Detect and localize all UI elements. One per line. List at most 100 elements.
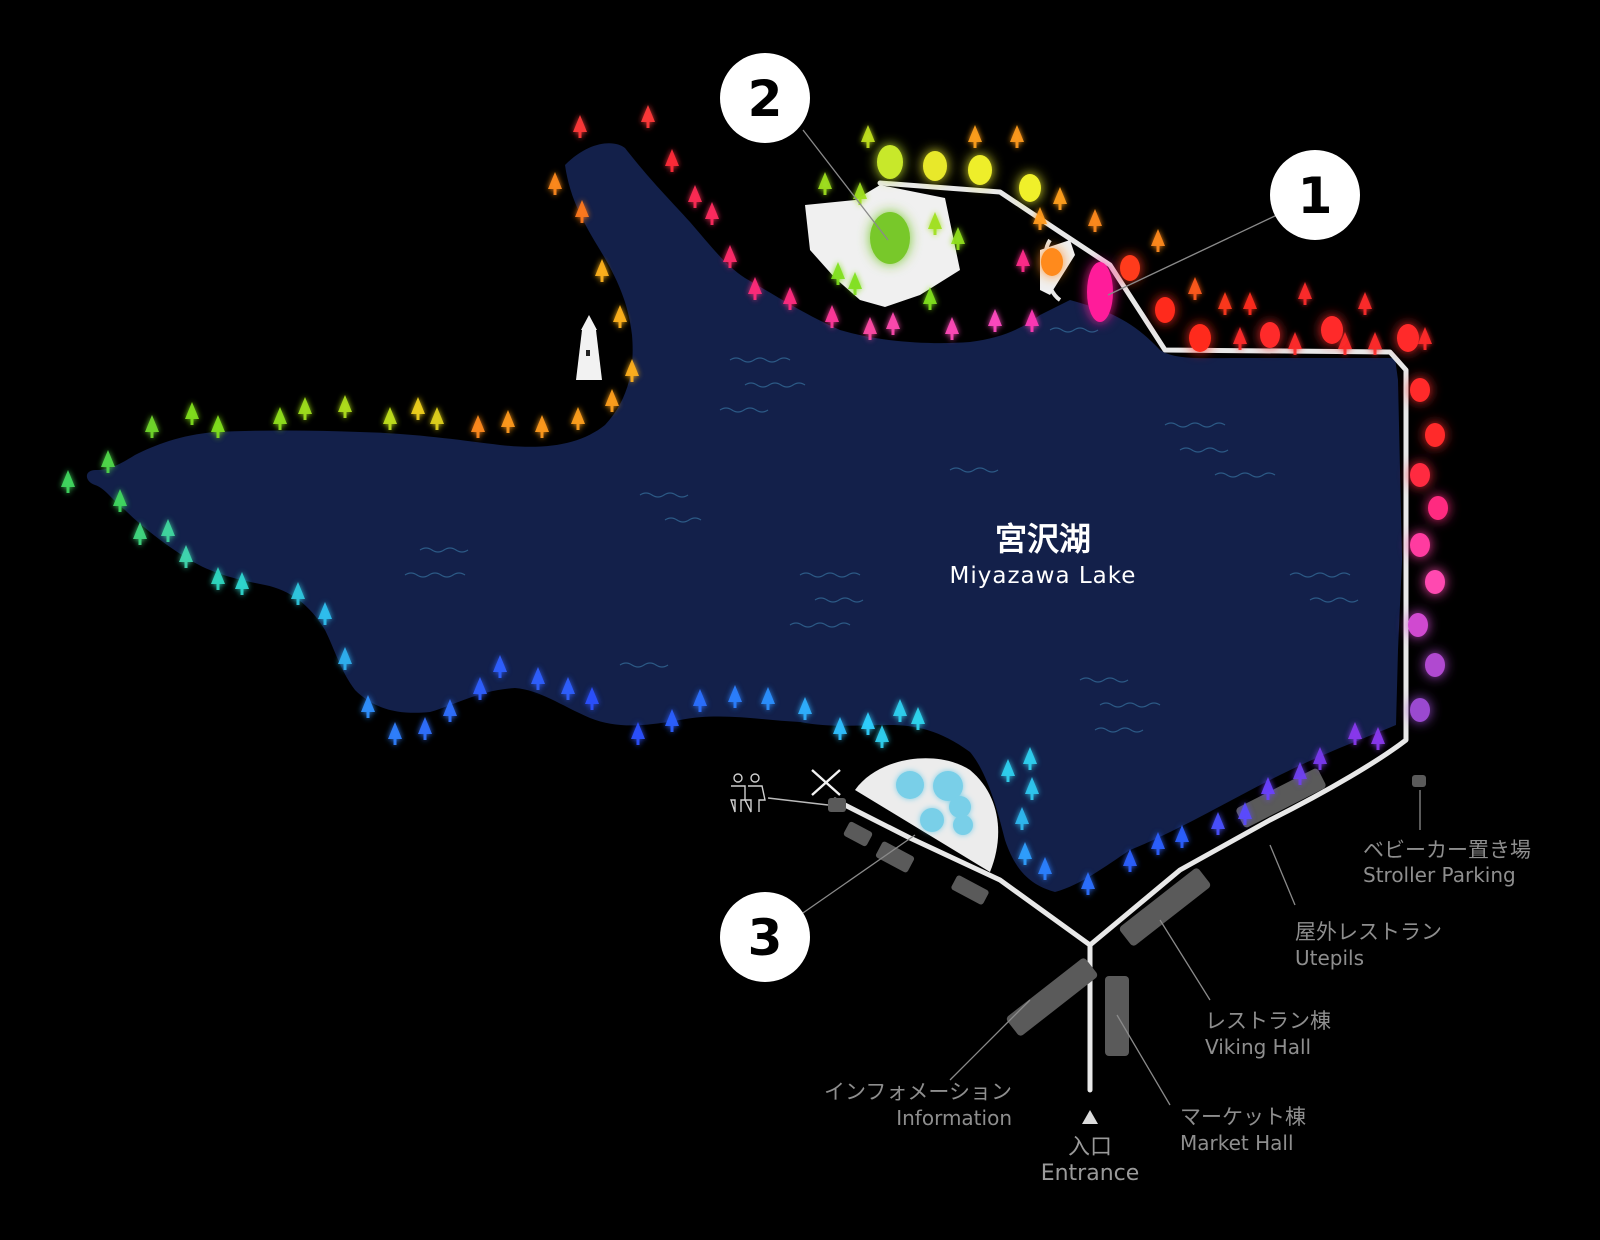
tree-icon xyxy=(1358,292,1372,315)
tree-icon xyxy=(318,602,332,625)
marker-2[interactable]: 2 xyxy=(720,53,810,143)
tree-icon xyxy=(945,317,959,340)
tree-icon xyxy=(1261,777,1275,800)
tree-icon xyxy=(1018,842,1032,865)
label-stroller-jp: ベビーカー置き場 xyxy=(1363,838,1531,862)
tree-icon xyxy=(1418,327,1432,350)
tree-icon xyxy=(561,677,575,700)
building-toilet xyxy=(828,798,846,812)
tree-icon xyxy=(1348,722,1362,745)
tree-icon xyxy=(1123,849,1137,872)
tree-icon xyxy=(923,287,937,310)
tree-icon xyxy=(548,172,562,195)
tree-icon xyxy=(1151,832,1165,855)
lantern-icon xyxy=(1189,324,1211,352)
tree-icon xyxy=(688,185,702,208)
tree-icon xyxy=(235,572,249,595)
tree-icon xyxy=(573,115,587,138)
toilet-icon xyxy=(730,773,766,813)
lantern-icon xyxy=(877,145,903,179)
tree-icon xyxy=(861,125,875,148)
tree-icon xyxy=(273,407,287,430)
building-info-1 xyxy=(843,821,873,847)
marker-1[interactable]: 1 xyxy=(1270,150,1360,240)
tree-icon xyxy=(1151,229,1165,252)
tree-icon xyxy=(145,415,159,438)
label-stroller-en: Stroller Parking xyxy=(1363,863,1516,887)
lake-name-en: Miyazawa Lake xyxy=(950,563,1137,589)
tree-icon xyxy=(1233,327,1247,350)
tree-icon xyxy=(861,712,875,735)
lantern-icon xyxy=(1019,174,1041,202)
tree-icon xyxy=(1088,209,1102,232)
tree-icon xyxy=(575,200,589,223)
tree-icon xyxy=(1025,309,1039,332)
lantern-icon xyxy=(1397,324,1419,352)
tree-icon xyxy=(1293,762,1307,785)
lantern-icon xyxy=(968,155,992,185)
tree-icon xyxy=(761,687,775,710)
tree-icon xyxy=(665,149,679,172)
tree-icon xyxy=(179,545,193,568)
lantern-icon xyxy=(870,212,910,264)
tree-icon xyxy=(211,415,225,438)
lanterns xyxy=(870,145,1448,722)
tree-icon xyxy=(748,277,762,300)
tree-icon xyxy=(338,395,352,418)
building-small xyxy=(1412,775,1426,787)
label-utepils-en: Utepils xyxy=(1295,946,1364,970)
tree-icon xyxy=(185,402,199,425)
tree-icon xyxy=(595,259,609,282)
lantern-icon xyxy=(1428,496,1448,520)
tree-icon xyxy=(535,415,549,438)
tree-icon xyxy=(886,312,900,335)
tree-icon xyxy=(1313,747,1327,770)
label-viking-jp: レストラン棟 xyxy=(1205,1009,1331,1033)
tree-icon xyxy=(1288,332,1302,355)
tree-icon xyxy=(1371,727,1385,750)
lantern-icon xyxy=(1260,322,1280,348)
tree-icon xyxy=(728,685,742,708)
label-market-en: Market Hall xyxy=(1180,1131,1294,1155)
lighthouse-icon xyxy=(576,315,602,380)
tree-icon xyxy=(605,389,619,412)
tree-icon xyxy=(338,647,352,670)
tree-icon xyxy=(863,317,877,340)
marker-1-number: 1 xyxy=(1298,167,1333,225)
lantern-icon xyxy=(1120,255,1140,281)
marker-2-number: 2 xyxy=(748,70,783,128)
tree-icon xyxy=(133,522,147,545)
tree-icon xyxy=(1016,249,1030,272)
tree-icon xyxy=(161,519,175,542)
tree-icon xyxy=(1175,825,1189,848)
lake-name-jp: 宮沢湖 xyxy=(995,520,1091,558)
dome-3-lanterns xyxy=(896,771,973,835)
tree-icon xyxy=(443,699,457,722)
tree-icon xyxy=(471,415,485,438)
tree-icon xyxy=(1010,125,1024,148)
tree-icon xyxy=(61,470,75,493)
building-info-3 xyxy=(951,875,989,905)
tree-icon xyxy=(1243,292,1257,315)
marker-3[interactable]: 3 xyxy=(720,892,810,982)
tree-icon xyxy=(211,567,225,590)
marker-3-number: 3 xyxy=(748,909,783,967)
entrance-arrow-icon xyxy=(1082,1110,1098,1124)
tree-icon xyxy=(911,707,925,730)
label-entrance-en: Entrance xyxy=(1041,1161,1140,1186)
tree-icon xyxy=(1015,807,1029,830)
tree-icon xyxy=(625,359,639,382)
tree-icon xyxy=(1081,872,1095,895)
tree-icon xyxy=(1338,332,1352,355)
label-info-jp: インフォメーション xyxy=(824,1080,1012,1104)
tree-icon xyxy=(1053,187,1067,210)
lantern-icon xyxy=(1410,533,1430,557)
tree-icon xyxy=(1238,802,1252,825)
lantern-icon xyxy=(1321,316,1343,344)
tree-icon xyxy=(383,407,397,430)
tree-icon xyxy=(430,407,444,430)
tree-icon xyxy=(418,717,432,740)
tree-icon xyxy=(1001,759,1015,782)
trees xyxy=(61,105,1432,895)
building-utepils xyxy=(1119,868,1211,946)
